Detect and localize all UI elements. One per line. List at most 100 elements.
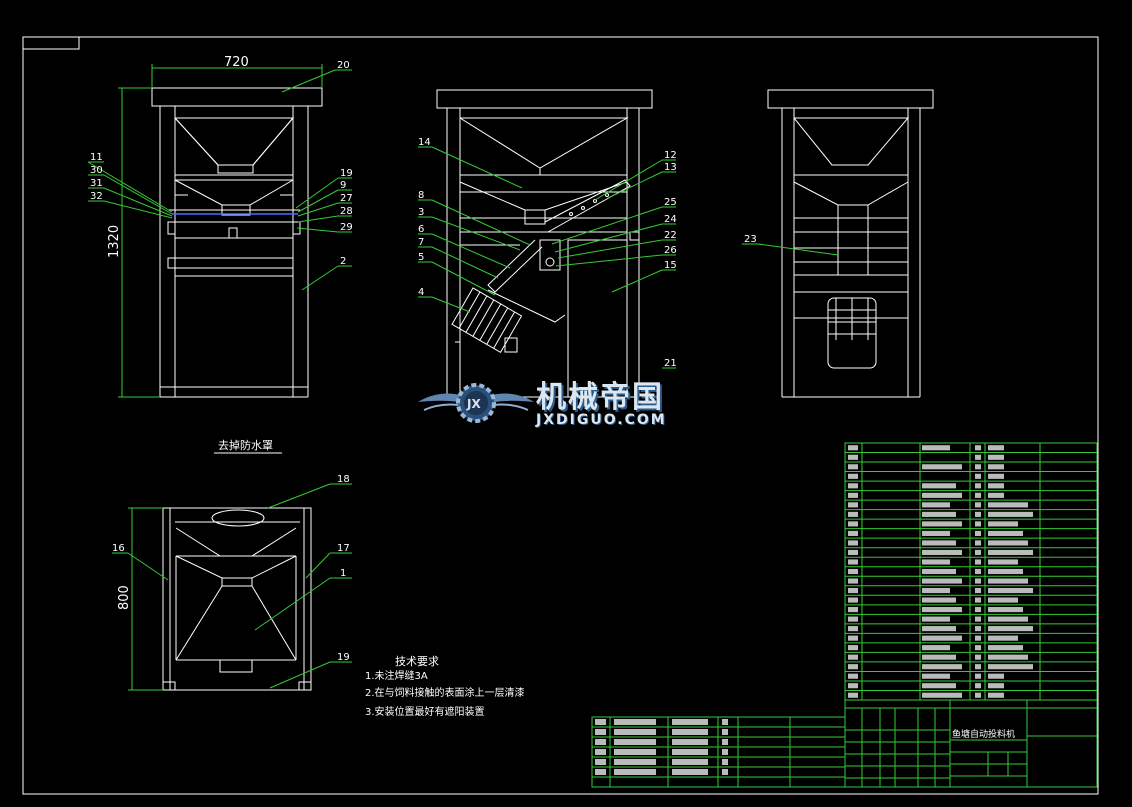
right-leaders — [742, 243, 839, 256]
table-text-block — [848, 635, 858, 641]
section-title: 去掉防水罩 — [218, 438, 273, 452]
table-text-block — [975, 635, 981, 641]
table-text-block — [922, 502, 950, 508]
label-5: 5 — [418, 252, 424, 263]
label-32: 32 — [90, 191, 103, 202]
table-text-block — [722, 739, 728, 745]
table-text-block — [848, 530, 858, 536]
table-text-block — [988, 454, 1004, 460]
table-text-block — [672, 769, 708, 775]
table-text-block — [722, 759, 728, 765]
label-12: 12 — [664, 150, 677, 161]
label-16: 16 — [112, 543, 125, 554]
table-text-block — [988, 511, 1033, 517]
label-18: 18 — [337, 474, 350, 485]
table-text-block — [975, 587, 981, 594]
table-text-block — [975, 645, 981, 651]
table-text-block — [922, 492, 962, 498]
table-text-block — [848, 454, 858, 460]
table-text-block — [975, 654, 981, 660]
right-view — [767, 89, 934, 398]
label-6: 6 — [418, 224, 424, 235]
table-text-block — [922, 616, 950, 622]
table-text-block — [722, 719, 728, 725]
table-text-block — [988, 607, 1023, 613]
table-text-block — [922, 664, 962, 670]
table-text-block — [722, 749, 728, 755]
table-text-block — [975, 530, 981, 536]
middle-leaders — [418, 146, 676, 369]
table-text-block — [922, 607, 962, 613]
table-text-block — [988, 530, 1023, 536]
drawing-title: 鱼塘自动投料机 — [952, 730, 1016, 740]
table-text-block — [975, 540, 981, 546]
table-text-block — [988, 645, 1023, 651]
label-26: 26 — [664, 245, 677, 256]
table-text-block — [922, 683, 956, 689]
table-text-block — [595, 739, 606, 745]
table-text-block — [988, 673, 1004, 679]
label-1: 1 — [340, 568, 346, 579]
label-4: 4 — [418, 287, 424, 298]
table-text-block — [848, 549, 858, 556]
table-text-block — [672, 739, 708, 745]
table-text-block — [848, 578, 858, 584]
table-text-block — [848, 540, 858, 546]
table-text-block — [848, 492, 858, 498]
watermark-cn: 机械帝国 — [536, 380, 664, 415]
table-text-block — [848, 464, 858, 470]
label-22: 22 — [664, 230, 677, 241]
table-text-block — [922, 540, 956, 546]
table-text-block — [988, 549, 1033, 556]
table-text-block — [922, 587, 950, 594]
tech-req-item-1: 1.未注焊缝3A — [365, 671, 428, 682]
table-text-block — [975, 502, 981, 508]
table-text-block — [595, 759, 606, 765]
table-text-block — [988, 635, 1018, 641]
table-text-block — [988, 559, 1018, 565]
table-text-block — [848, 616, 858, 622]
table-text-block — [595, 719, 606, 725]
table-text-block — [988, 502, 1028, 508]
table-text-block — [988, 464, 1004, 470]
label-25: 25 — [664, 197, 677, 208]
label-27: 27 — [340, 193, 353, 204]
dim-720: 720 — [224, 55, 249, 70]
label-17: 17 — [337, 543, 350, 554]
table-text-block — [722, 769, 728, 775]
table-text-block — [975, 568, 981, 575]
table-text-block — [975, 607, 981, 613]
tech-req-title: 技术要求 — [395, 655, 439, 668]
table-text-block — [595, 769, 606, 775]
table-text-block — [988, 492, 1004, 498]
table-text-block — [988, 568, 1023, 575]
table-text-block — [922, 673, 950, 679]
table-text-block — [922, 483, 956, 489]
table-text-block — [975, 549, 981, 556]
table-text-block — [988, 540, 1028, 546]
table-text-block — [988, 521, 1018, 527]
table-text-block — [614, 759, 656, 765]
table-text-block — [848, 645, 858, 651]
label-15: 15 — [664, 260, 677, 271]
label-3: 3 — [418, 207, 424, 218]
table-text-block — [614, 739, 656, 745]
label-24: 24 — [664, 214, 677, 225]
table-text-block — [922, 597, 956, 603]
table-text-block — [672, 749, 708, 755]
table-text-block — [922, 635, 962, 641]
table-text-block — [975, 559, 981, 565]
dim-1320: 1320 — [107, 225, 122, 258]
badge-text: JX — [466, 397, 481, 411]
label-21: 21 — [664, 358, 677, 369]
table-text-block — [922, 511, 956, 517]
table-text-block — [922, 530, 950, 536]
table-text-block — [975, 464, 981, 470]
table-text-block — [975, 454, 981, 460]
table-text-block — [922, 445, 950, 451]
label-19: 19 — [340, 168, 353, 179]
watermark-en: JXDIGUO.COM — [536, 412, 667, 428]
label-20: 20 — [337, 60, 350, 71]
table-cell — [844, 699, 1098, 788]
table-text-block — [975, 483, 981, 489]
